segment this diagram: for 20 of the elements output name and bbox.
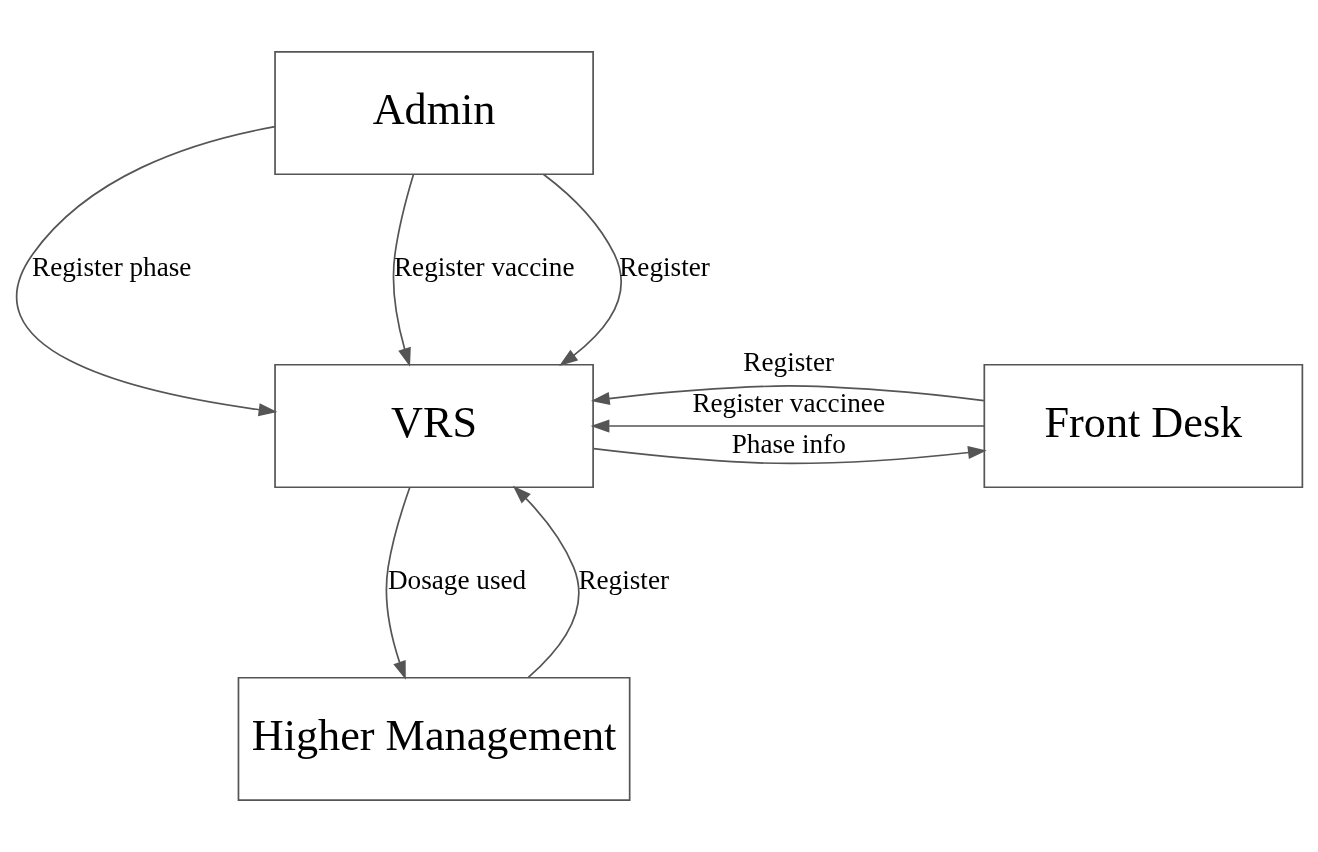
edge-label: Register phase	[32, 251, 192, 282]
arrow	[590, 419, 985, 433]
arrow	[385, 486, 411, 680]
edge-label: Register vaccinee	[692, 388, 886, 419]
edge-label: Phase info	[731, 428, 846, 459]
node-box: Front Desk	[983, 363, 1304, 489]
edge-label: Dosage used	[387, 564, 527, 595]
edge-label: Register vaccine	[393, 251, 575, 282]
edge-label: Register	[578, 564, 670, 595]
node-box: Admin	[274, 50, 594, 176]
arrow	[392, 173, 415, 367]
arrow	[592, 446, 987, 465]
arrow	[590, 385, 985, 406]
edge-label: Register	[743, 347, 835, 378]
arrow	[15, 125, 278, 417]
node-box: Higher Management	[237, 676, 631, 802]
edge-label: Register	[619, 251, 710, 282]
arrow	[542, 173, 622, 366]
arrow	[512, 485, 580, 679]
node-box: VRS	[274, 363, 594, 489]
